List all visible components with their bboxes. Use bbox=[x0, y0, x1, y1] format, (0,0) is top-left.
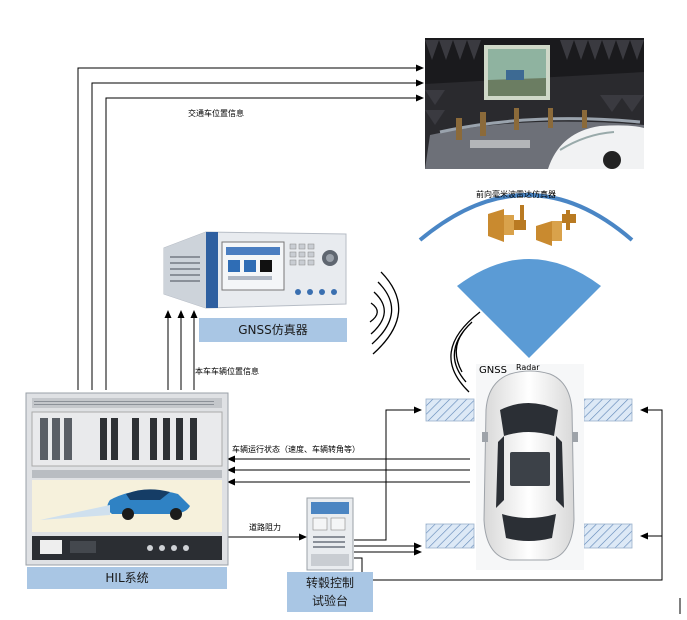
dyno-roller-lines bbox=[354, 406, 663, 581]
dyno-test-bench bbox=[306, 497, 354, 571]
dyno-label-line2: 试验台 bbox=[311, 594, 348, 608]
vehicle-state-label: 车辆运行状态（速度、车辆转角等） bbox=[232, 445, 360, 454]
radar-simulator-label: 前向毫米波雷达仿真器 bbox=[476, 190, 556, 199]
gnss-simulator-label: GNSS仿真器 bbox=[199, 318, 347, 342]
radar-tag: Radar bbox=[516, 363, 540, 372]
ego-position-arrows bbox=[164, 310, 198, 390]
horn-antenna-left bbox=[488, 205, 526, 242]
wireless-wave-icon bbox=[369, 271, 400, 355]
roller-front-right bbox=[583, 398, 633, 422]
vehicle-state-arrows bbox=[227, 455, 470, 486]
anechoic-chamber-photo bbox=[425, 38, 644, 169]
gnss-wave-icon bbox=[450, 311, 481, 393]
radar-beam bbox=[457, 259, 601, 358]
hil-rack bbox=[25, 392, 229, 566]
dyno-label-box: 转毂控制 试验台 bbox=[287, 572, 373, 612]
roller-rear-right bbox=[583, 523, 633, 549]
road-resistance-label: 道路阻力 bbox=[249, 523, 281, 532]
roller-front-left bbox=[425, 398, 475, 422]
traffic-position-label: 交通车位置信息 bbox=[188, 109, 244, 118]
traffic-position-lines bbox=[77, 64, 424, 390]
radar-arc bbox=[418, 193, 634, 242]
ego-position-label: 本车车辆位置信息 bbox=[195, 367, 259, 376]
horn-antenna-right bbox=[536, 210, 576, 246]
roller-rear-left bbox=[425, 523, 475, 549]
gnss-tag: GNSS bbox=[479, 365, 507, 376]
hil-system-label: HIL系统 bbox=[27, 567, 227, 589]
dyno-label-line1: 转毂控制 bbox=[305, 576, 354, 590]
car-top-view bbox=[476, 364, 584, 570]
gnss-simulator-device bbox=[163, 231, 347, 309]
